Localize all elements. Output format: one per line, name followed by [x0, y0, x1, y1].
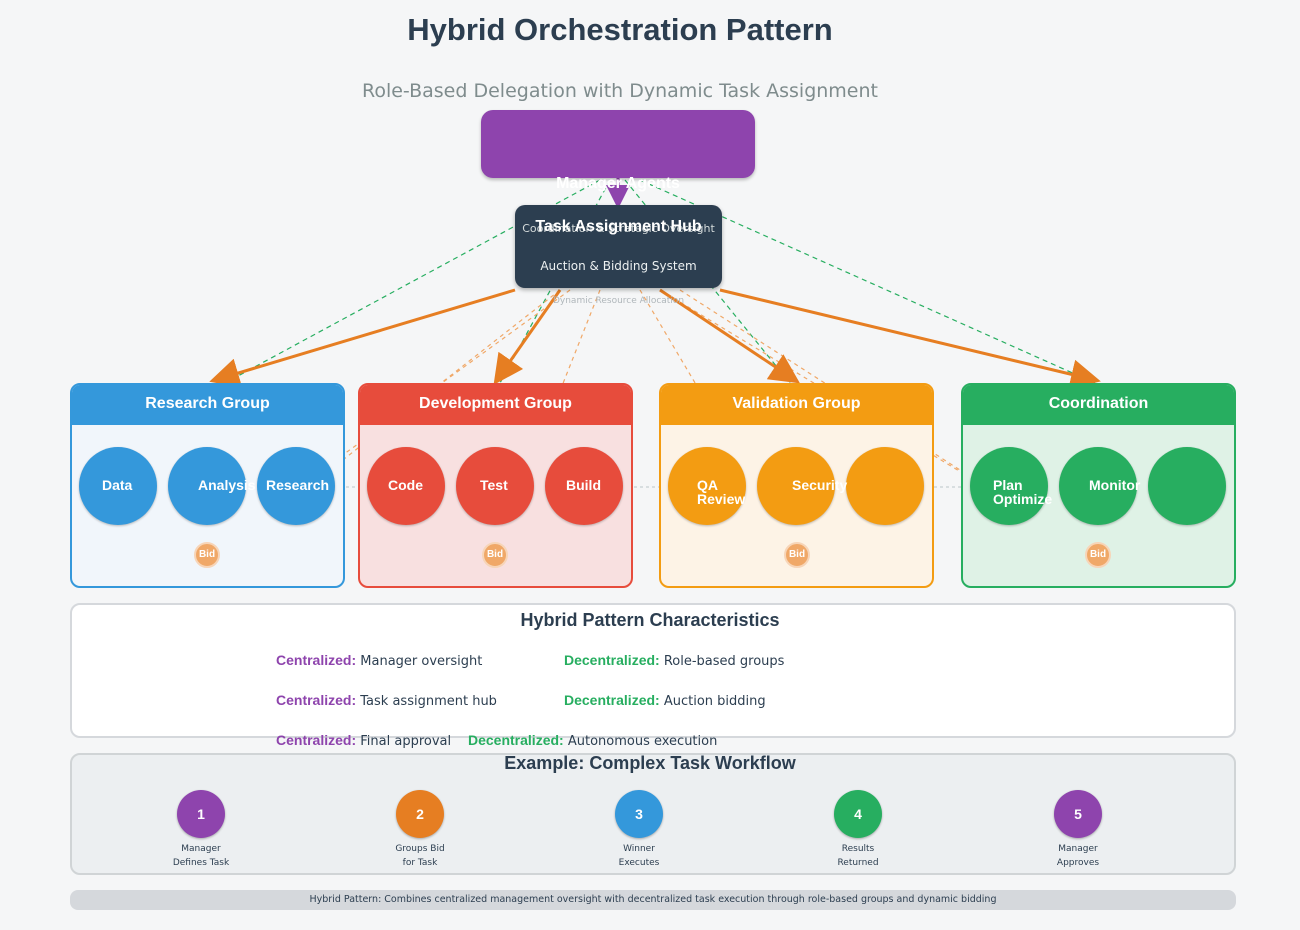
page-subtitle: Role-Based Delegation with Dynamic Task …: [361, 80, 878, 102]
step-label-line: Approves: [1056, 858, 1100, 868]
centralized-value: Task assignment hub: [360, 694, 497, 709]
characteristic-decentralized: Decentralized: Autonomous execution: [468, 732, 717, 749]
agent-build[interactable]: [545, 447, 623, 525]
hub-title: Task Assignment Hub: [535, 218, 702, 235]
agent-unlabeled[interactable]: [1148, 447, 1226, 525]
workflow-step-label: Groups Bid for Task: [360, 842, 480, 870]
decentralized-key: Decentralized:: [564, 692, 660, 708]
agent-qa-review[interactable]: [668, 447, 746, 525]
manager-agents-box[interactable]: [481, 110, 755, 178]
characteristics-title: Hybrid Pattern Characteristics: [520, 610, 780, 630]
agent-label: Security: [792, 477, 848, 493]
hub-subtitle: Auction & Bidding System: [540, 259, 697, 273]
workflow-step-3[interactable]: 3: [615, 790, 663, 838]
step-label-line: Executes: [618, 858, 660, 868]
characteristics-panel: [70, 603, 1236, 738]
bid-badge[interactable]: Bid: [1085, 542, 1111, 568]
group-header: Coordination: [963, 385, 1234, 425]
task-assignment-hub[interactable]: [515, 205, 722, 288]
agent-label: Analysis: [198, 477, 256, 493]
step-label-line: Results: [841, 844, 875, 854]
bid-badge[interactable]: Bid: [784, 542, 810, 568]
centralized-key: Centralized:: [276, 692, 357, 708]
group-header: Validation Group: [661, 385, 932, 425]
agent-label: Monitor: [1089, 477, 1141, 493]
agent-plan-optimize[interactable]: [970, 447, 1048, 525]
agent-label: Test: [480, 477, 508, 493]
step-label-line: Winner: [623, 844, 655, 854]
agent-security[interactable]: [757, 447, 835, 525]
hub-note: Dynamic Resource Allocation: [552, 296, 685, 306]
characteristic-decentralized: Decentralized: Auction bidding: [564, 692, 766, 709]
step-label-line: for Task: [402, 858, 438, 868]
agent-code[interactable]: [367, 447, 445, 525]
agent-test[interactable]: [456, 447, 534, 525]
agent-data[interactable]: [79, 447, 157, 525]
agent-research[interactable]: [257, 447, 335, 525]
group-header: Development Group: [360, 385, 631, 425]
step-label-line: Manager: [1058, 844, 1098, 854]
decentralized-key: Decentralized:: [564, 652, 660, 668]
manager-overlay-text: Coordination & Strategic Oversight: [522, 222, 715, 235]
hub-to-group-arrows: [209, 288, 1101, 389]
workflow-step-label: Winner Executes: [579, 842, 699, 870]
step-label-line: Manager: [181, 844, 221, 854]
step-label-line: Returned: [837, 858, 879, 868]
agent-label: QA Review: [697, 477, 746, 507]
agent-label: Code: [388, 477, 423, 493]
page-title: Hybrid Orchestration Pattern: [407, 12, 833, 47]
centralized-key: Centralized:: [276, 652, 357, 668]
decentralized-value: Autonomous execution: [567, 734, 718, 749]
workflow-step-label: Results Returned: [798, 842, 918, 870]
agent-analysis[interactable]: [168, 447, 246, 525]
agent-monitor[interactable]: [1059, 447, 1137, 525]
footer-note: Hybrid Pattern: Combines centralized man…: [70, 890, 1236, 910]
agent-unlabeled[interactable]: [846, 447, 924, 525]
group-header: Research Group: [72, 385, 343, 425]
bid-badge[interactable]: Bid: [482, 542, 508, 568]
step-label-line: Groups Bid: [395, 844, 445, 854]
agent-label: Plan Optimize: [993, 477, 1053, 507]
decentralized-value: Auction bidding: [663, 694, 766, 709]
characteristic-decentralized: Decentralized: Role-based groups: [564, 652, 784, 669]
decentralized-value: Role-based groups: [663, 654, 785, 669]
bid-badge[interactable]: Bid: [194, 542, 220, 568]
workflow-title: Example: Complex Task Workflow: [504, 753, 796, 773]
agent-label: Build: [566, 477, 601, 493]
decentralized-key: Decentralized:: [468, 732, 564, 748]
workflow-step-1[interactable]: 1: [177, 790, 225, 838]
agent-label: Data: [102, 477, 133, 493]
centralized-value: Final approval: [360, 734, 452, 749]
workflow-step-4[interactable]: 4: [834, 790, 882, 838]
workflow-step-5[interactable]: 5: [1054, 790, 1102, 838]
workflow-step-label: Manager Defines Task: [141, 842, 261, 870]
characteristic-centralized: Centralized: Final approval: [276, 732, 451, 749]
agent-label: Research: [266, 477, 330, 493]
step-label-line: Defines Task: [172, 858, 230, 868]
characteristic-centralized: Centralized: Manager oversight: [276, 652, 482, 669]
workflow-step-label: Manager Approves: [1018, 842, 1138, 870]
manager-label: Manager Agents: [556, 175, 680, 192]
centralized-value: Manager oversight: [360, 654, 483, 669]
characteristic-centralized: Centralized: Task assignment hub: [276, 692, 497, 709]
workflow-step-2[interactable]: 2: [396, 790, 444, 838]
centralized-key: Centralized:: [276, 732, 357, 748]
